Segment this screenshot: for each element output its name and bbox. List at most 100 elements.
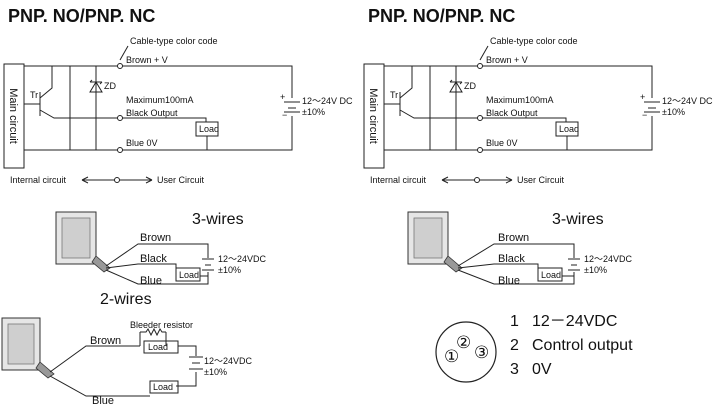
pin-1-number: 1 [510, 313, 519, 330]
three-wire-left-tolerance: ±10% [218, 265, 241, 275]
right-black-label: Black Output [486, 108, 538, 118]
three-wire-right: 3-wires Brown Black Blue Load 12～24VDC ±… [407, 211, 633, 287]
left-internal-label: Internal circuit [10, 175, 67, 185]
two-wire-brown: Brown [90, 335, 121, 347]
three-wire-right-battery [562, 258, 580, 277]
left-minus-sign: − [282, 110, 287, 120]
three-wire-left-black: Black [140, 253, 167, 265]
three-wire-left-wires [105, 243, 209, 285]
connector-face [435, 321, 497, 383]
connector-pin-2: ② [456, 333, 471, 353]
left-title: PNP. NO/PNP. NC [8, 6, 155, 26]
pin-2-number: 2 [510, 337, 519, 354]
three-wire-right-wires [457, 243, 575, 285]
left-user-loop [122, 65, 293, 151]
left-callout-line [119, 45, 129, 61]
left-load-label: Load [199, 124, 219, 134]
two-wire-heading: 2-wires [100, 291, 152, 308]
left-tolerance-label: ±10% [302, 107, 325, 117]
three-wire-right-brown: Brown [498, 232, 529, 244]
left-plus-sign: + [280, 92, 285, 102]
connector-pin-3: ③ [474, 343, 489, 363]
right-terminal-brown [477, 63, 483, 69]
three-wire-left-brown: Brown [140, 232, 171, 244]
right-supply-label: 12～24V DC [662, 96, 713, 106]
three-wire-right-blue: Blue [498, 275, 520, 287]
left-supply-label: 12～24V DC [302, 96, 353, 106]
right-blue-label: Blue 0V [486, 138, 518, 148]
pin-3-desc: 0V [532, 361, 552, 378]
right-zener-label: ZD [464, 81, 476, 91]
right-callout-line [479, 45, 489, 61]
right-internal-label: Internal circuit [370, 175, 427, 185]
three-wire-right-load-box [537, 267, 563, 282]
left-transistor-label: Tr [30, 90, 38, 100]
connector-pin-1: ① [444, 347, 459, 367]
pin-2-desc: Control output [532, 337, 633, 354]
right-minus-sign: − [642, 110, 647, 120]
right-boundary-dot [474, 177, 480, 183]
sensor-body-right [407, 211, 463, 273]
two-wire-load-bottom: Load [153, 382, 173, 392]
pin-1-desc: 12－24VDC [532, 313, 617, 330]
bleeder-resistor-symbol [140, 327, 166, 337]
three-wire-left-blue: Blue [140, 275, 162, 287]
sensor-body-two-wire [1, 317, 55, 379]
right-tolerance-label: ±10% [662, 107, 685, 117]
left-max-current: Maximum100mA [126, 95, 194, 105]
two-wire-supply: 12～24VDC [204, 356, 253, 366]
two-wire-tolerance: ±10% [204, 367, 227, 377]
pin-3-number: 3 [510, 361, 519, 378]
two-wire-wires [49, 332, 197, 397]
three-wire-left-load-box [175, 267, 201, 282]
left-cable-color-code: Cable-type color code [130, 36, 218, 46]
left-zener-label: ZD [104, 81, 116, 91]
left-main-circuit-box [3, 63, 25, 169]
three-wire-right-load: Load [541, 270, 561, 280]
two-wire-battery [189, 356, 203, 370]
two-wire-load-bottom-box [149, 380, 179, 394]
right-plus-sign: + [640, 92, 645, 102]
two-wire-load-top-box [143, 340, 179, 354]
three-wire-left-supply: 12～24VDC [218, 254, 267, 264]
three-wire-left-load: Load [179, 270, 199, 280]
right-zener-symbol [449, 66, 463, 150]
three-wire-right-black: Black [498, 253, 525, 265]
right-main-circuit-box [363, 63, 385, 169]
right-terminal-blue [477, 147, 483, 153]
three-wire-left-heading: 3-wires [192, 211, 244, 228]
three-wire-right-supply: 12～24VDC [584, 254, 633, 264]
left-circuit-panel: PNP. NO/PNP. NC Cable-type color code Ma… [3, 6, 353, 185]
right-battery-symbol [644, 101, 660, 113]
left-terminal-black [117, 115, 123, 121]
left-transistor [39, 66, 120, 119]
left-battery-symbol [284, 101, 300, 113]
right-terminal-black [477, 115, 483, 121]
right-load-label: Load [559, 124, 579, 134]
right-title: PNP. NO/PNP. NC [368, 6, 515, 26]
three-wire-right-tolerance: ±10% [584, 265, 607, 275]
sensor-body-left [55, 211, 111, 273]
three-wire-left-battery [200, 258, 214, 277]
right-max-current: Maximum100mA [486, 95, 554, 105]
left-main-circuit-label: Main circuit [7, 88, 19, 144]
right-transistor-label: Tr [390, 90, 398, 100]
left-boundary-dot [114, 177, 120, 183]
two-wire-bleeder-label: Bleeder resistor [130, 320, 193, 330]
right-transistor [399, 66, 480, 119]
two-wire-diagram: 2-wires Bleeder resistor Brown Blue Load… [1, 291, 253, 406]
two-wire-blue: Blue [92, 395, 114, 406]
left-black-wire [122, 117, 207, 122]
left-user-label: User Circuit [157, 175, 205, 185]
connector-pinout: ② ① ③ 1 12－24VDC 2 Control output 3 0V [435, 313, 633, 383]
right-black-wire [482, 117, 567, 122]
left-terminal-blue [117, 147, 123, 153]
right-user-loop [482, 65, 653, 151]
three-wire-right-heading: 3-wires [552, 211, 604, 228]
right-brown-label: Brown + V [486, 55, 528, 65]
left-zener-symbol [89, 66, 103, 150]
right-cable-color-code: Cable-type color code [490, 36, 578, 46]
left-black-label: Black Output [126, 108, 178, 118]
two-wire-load-top: Load [148, 342, 168, 352]
